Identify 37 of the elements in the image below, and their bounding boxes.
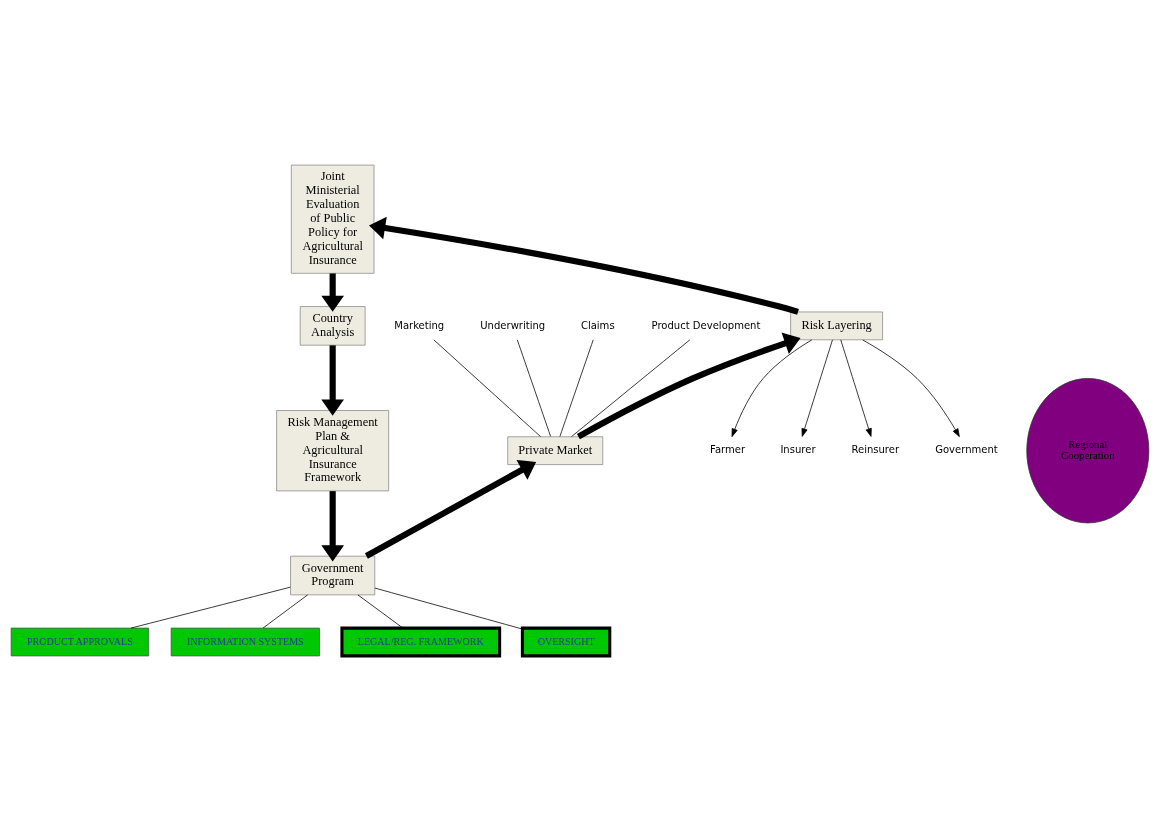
connector [433,339,541,437]
node-ellipse: Regional Cooperation [1026,378,1150,524]
arrow [321,273,344,312]
node-text: Marketing [394,319,445,331]
arrow [576,332,801,440]
node-box: Private Market [507,436,604,465]
arrow [801,339,833,437]
node-box: LEGAL/REG. FRAMEWORK [340,626,502,658]
arrow [364,459,537,559]
node-box: PRODUCT APPROVALS [10,627,150,657]
node-text: Claims [580,319,615,331]
node-box: OVERSIGHT [520,626,612,658]
node-box: Joint Ministerial Evaluation of Public Policy for Agricultural Insurance [290,164,375,274]
connector [374,587,523,630]
node-text: Insurer [780,444,816,456]
connector [559,339,594,437]
arrow [321,491,344,562]
arrow [862,339,960,437]
node-text: Underwriting [480,319,546,331]
node-box: Risk Management Plan & Agricultural Insurance Framework [276,410,390,492]
connector [262,594,308,629]
node-box: Country Analysis [299,306,366,346]
node-text: Reinsurer [851,444,900,456]
connector [571,339,691,437]
node-box: Government Program [290,555,376,596]
node-box: INFORMATION SYSTEMS [170,627,320,657]
arrow [840,339,872,437]
arrow [731,339,813,438]
arrow [369,216,799,315]
connector [357,594,404,629]
node-text: Product Development [651,319,761,331]
connector [516,339,551,437]
node-text: Government [935,444,998,456]
node-box: Risk Layering [790,311,883,341]
connector [130,586,291,629]
arrow [321,345,344,416]
node-text: Farmer [710,444,746,456]
